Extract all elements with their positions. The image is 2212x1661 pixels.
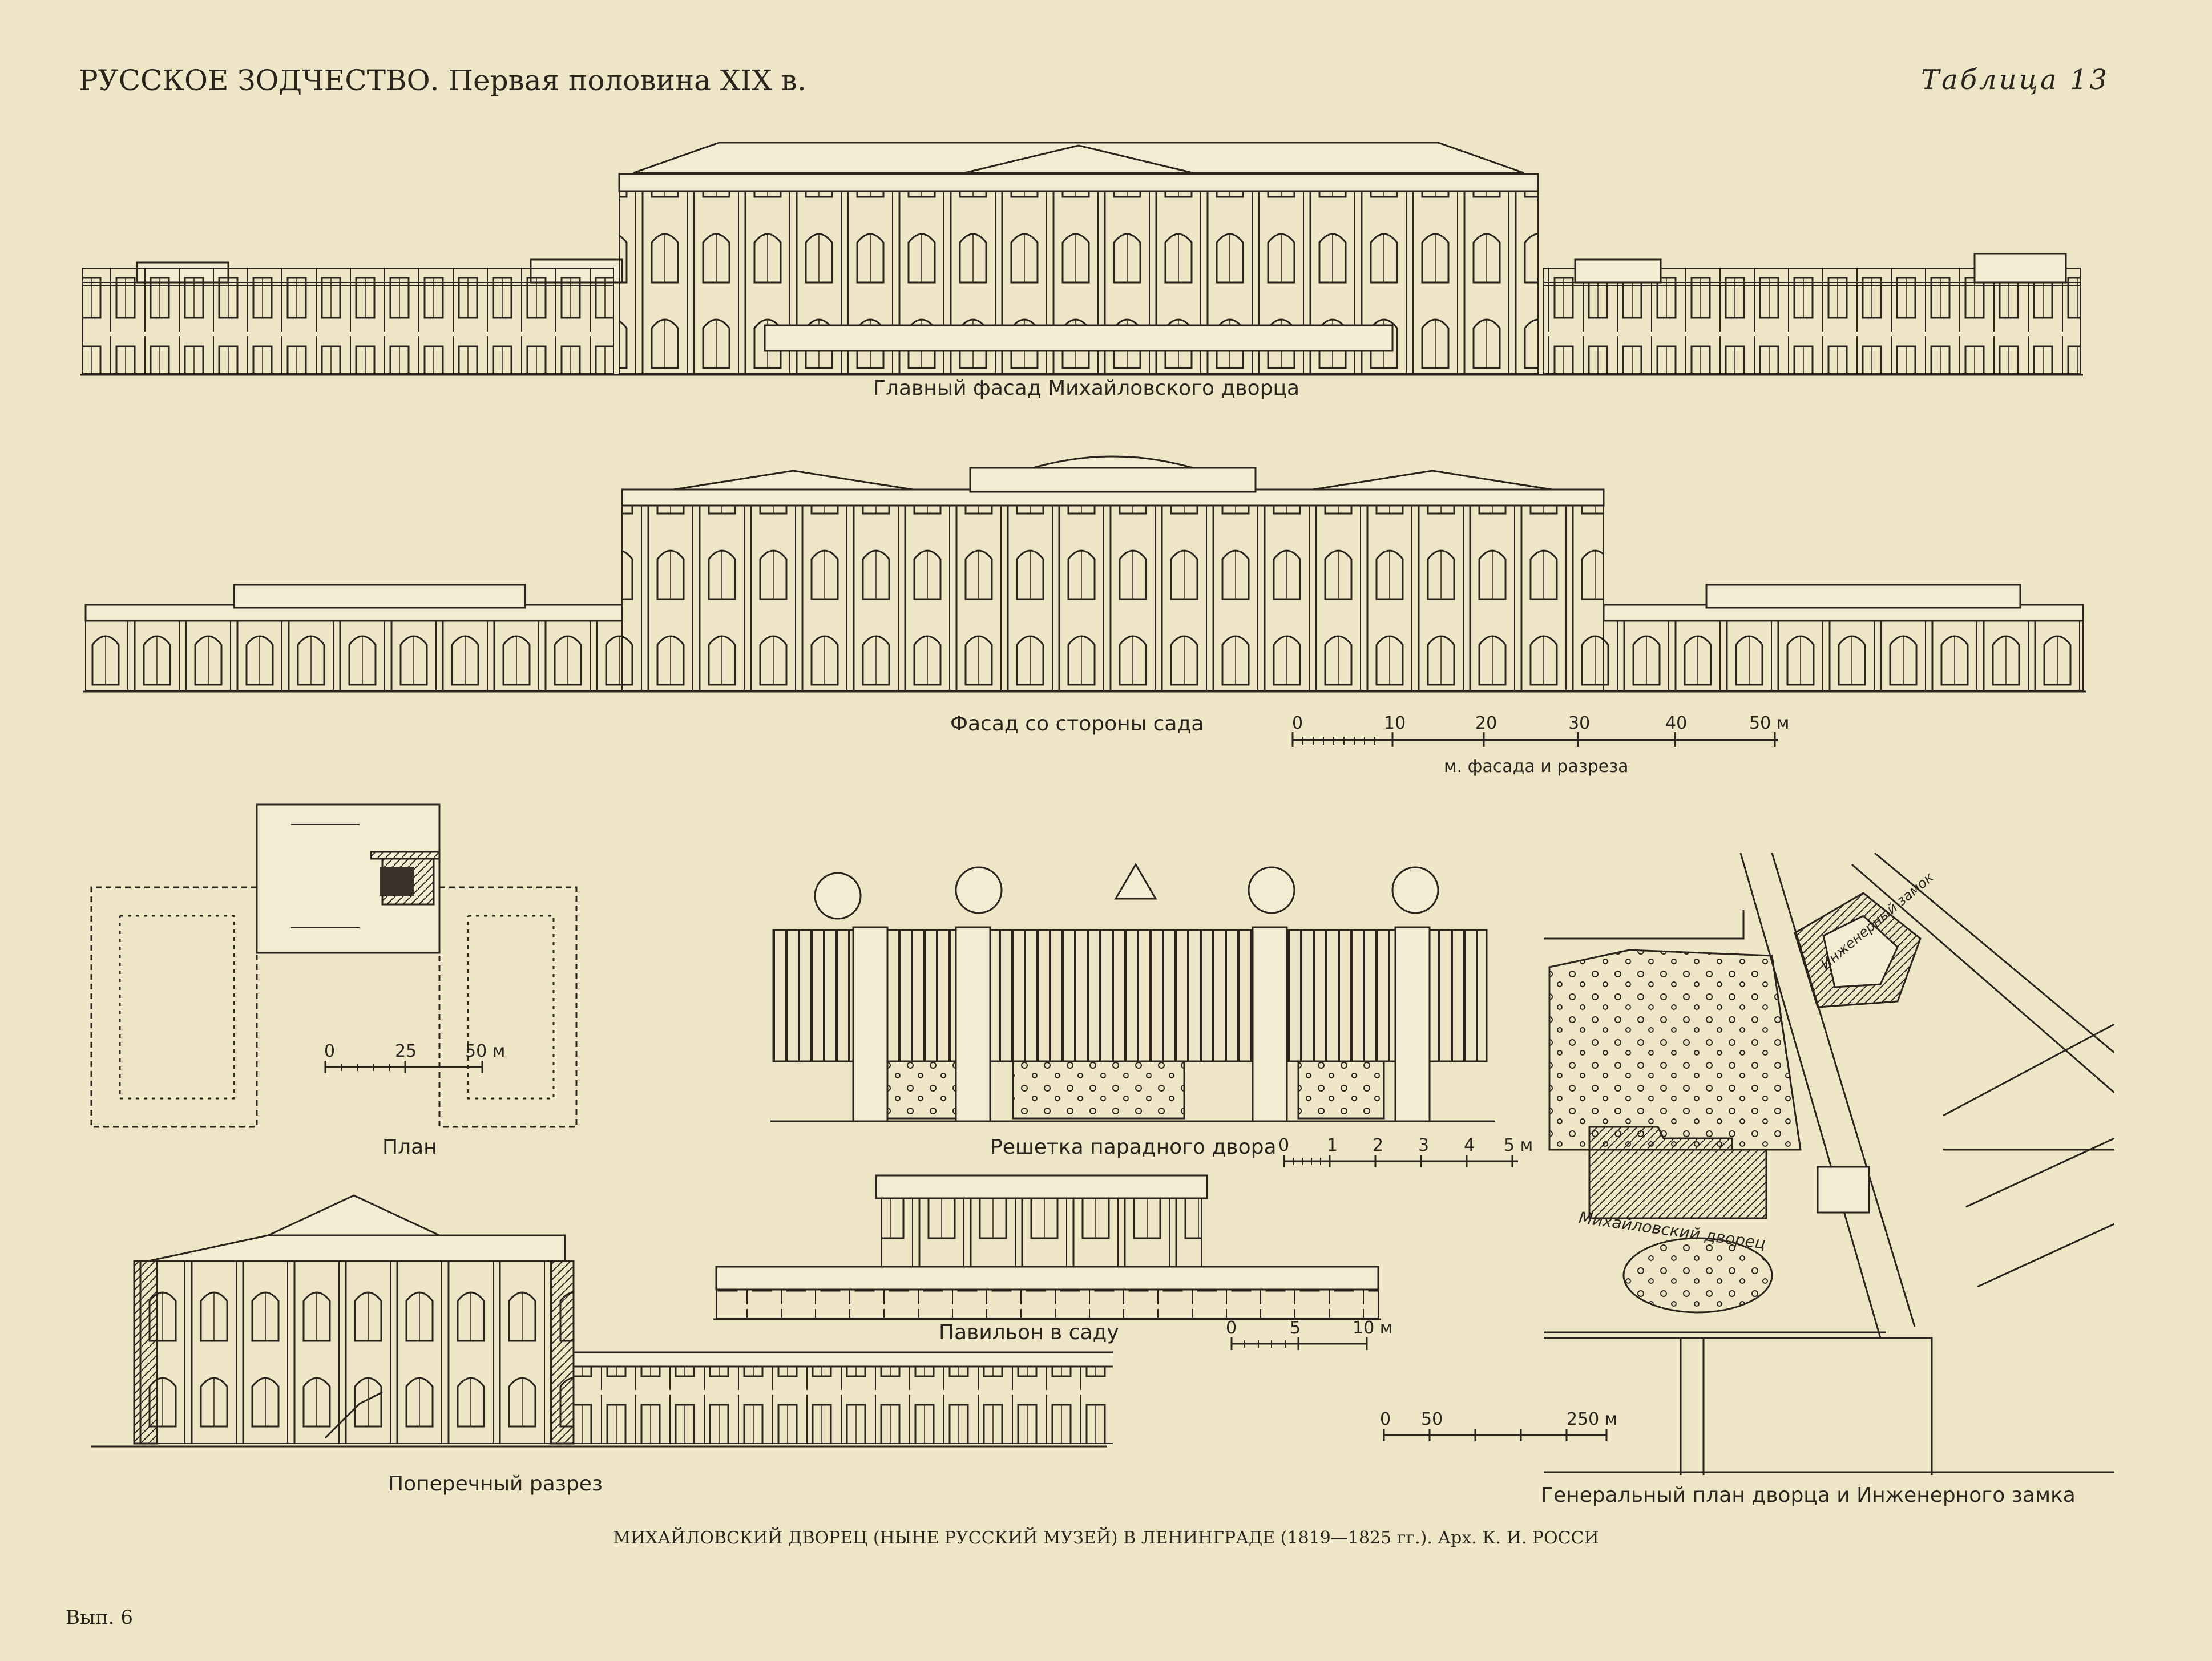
- plate-header-title: РУССКОЕ ЗОДЧЕСТВО. Первая половина XIX в…: [79, 64, 806, 97]
- issue-number: Вып. 6: [66, 1606, 133, 1629]
- facade-scale-tick-50: 50 м: [1749, 713, 1790, 733]
- gate-scale-bar: [1283, 1155, 1518, 1167]
- main-facade-right-wing: [1543, 282, 2081, 374]
- gate-pillar-1: [852, 926, 889, 1122]
- pavilion-caption: Павильон в саду: [939, 1321, 1119, 1344]
- pavilion-drawing: [713, 1174, 1381, 1320]
- pavilion-scale-bar: [1230, 1337, 1368, 1350]
- plan-scale-bar: [324, 1061, 483, 1073]
- gate-eagle: [1114, 863, 1157, 900]
- facade-scale-tick-20: 20: [1475, 713, 1497, 733]
- gate-trophy-1: [814, 872, 862, 920]
- gate-scale-tick-3: 3: [1418, 1135, 1430, 1155]
- facade-scale-caption: м. фасада и разреза: [1444, 757, 1629, 777]
- gate-scale-tick-0: 0: [1278, 1135, 1290, 1155]
- pavilion-scale-tick-5: 5: [1290, 1318, 1301, 1338]
- main-facade-pediment: [964, 144, 1193, 174]
- garden-facade-drawing: [83, 455, 2086, 693]
- plate-number: Таблица 13: [1921, 64, 2109, 96]
- site-scale-bar: [1383, 1429, 1608, 1441]
- gate-railing: [772, 929, 1488, 1062]
- garden-facade-right-wing: [1603, 616, 2084, 691]
- plan-left-wing: [90, 886, 258, 1128]
- map-square-garden: [1622, 1237, 1773, 1314]
- site-plan-caption: Генеральный план дворца и Инженерного за…: [1541, 1484, 2076, 1507]
- gate-trophy-3: [1248, 866, 1295, 914]
- facade-scale-tick-40: 40: [1665, 713, 1688, 733]
- gate-pillar-4: [1394, 926, 1431, 1122]
- map-mikhailovsky-garden: [1548, 949, 1802, 1151]
- pavilion-terrace: [716, 1289, 1379, 1319]
- gate-caption: Решетка парадного двора: [990, 1135, 1277, 1159]
- plan-right-wing: [438, 886, 578, 1128]
- main-facade-caption: Главный фасад Михайловского дворца: [873, 377, 1300, 400]
- section-central-hall: [134, 1260, 574, 1444]
- gate-scale-tick-1: 1: [1327, 1135, 1338, 1155]
- site-scale-tick-250: 250 м: [1567, 1409, 1618, 1429]
- gate-trophy-4: [1391, 866, 1439, 914]
- garden-facade-left-wing: [85, 616, 623, 691]
- floor-plan-drawing: [90, 803, 578, 1128]
- facade-scale-tick-0: 0: [1292, 713, 1303, 733]
- site-scale-tick-50: 50: [1421, 1409, 1443, 1429]
- gate-scale-tick-4: 4: [1464, 1135, 1475, 1155]
- pavilion-scale-tick-0: 0: [1226, 1318, 1237, 1338]
- gate-scale-tick-5: 5 м: [1504, 1135, 1533, 1155]
- garden-facade-right-pediment: [1312, 470, 1553, 491]
- facade-scale-tick-30: 30: [1568, 713, 1591, 733]
- gate-trophy-2: [955, 866, 1003, 914]
- gate-pillar-3: [1252, 926, 1288, 1122]
- plan-scale-tick-50: 50 м: [465, 1041, 506, 1061]
- plate-caption: МИХАЙЛОВСКИЙ ДВОРЕЦ (НЫНЕ РУССКИЙ МУЗЕЙ)…: [613, 1528, 1599, 1548]
- site-plan-map: [1544, 853, 2114, 1475]
- gate-drawing: [770, 863, 1495, 1122]
- gate-scale-tick-2: 2: [1373, 1135, 1384, 1155]
- section-caption: Поперечный разрез: [388, 1472, 603, 1496]
- plan-scale-tick-0: 0: [324, 1041, 336, 1061]
- facade-scale-bar: [1291, 732, 1778, 747]
- section-wing-elevation: [573, 1363, 1113, 1444]
- garden-facade-left-pediment: [673, 470, 914, 491]
- facade-scale-tick-10: 10: [1384, 713, 1406, 733]
- gate-pillar-2: [955, 926, 991, 1122]
- plan-caption: План: [382, 1135, 437, 1159]
- site-scale-tick-0: 0: [1380, 1409, 1391, 1429]
- cross-section-drawing: [91, 1194, 1113, 1448]
- section-roof-truss: [268, 1194, 440, 1236]
- map-palace-footprint: [1588, 1126, 1767, 1219]
- main-facade-drawing: [80, 142, 2083, 376]
- map-street: [1544, 910, 1745, 940]
- garden-facade-central-block: [621, 502, 1604, 691]
- pavilion-scale-tick-10: 10 м: [1353, 1318, 1393, 1338]
- plan-scale-tick-25: 25: [395, 1041, 417, 1061]
- garden-facade-caption: Фасад со стороны сада: [950, 712, 1204, 735]
- main-facade-left-wing: [82, 282, 614, 374]
